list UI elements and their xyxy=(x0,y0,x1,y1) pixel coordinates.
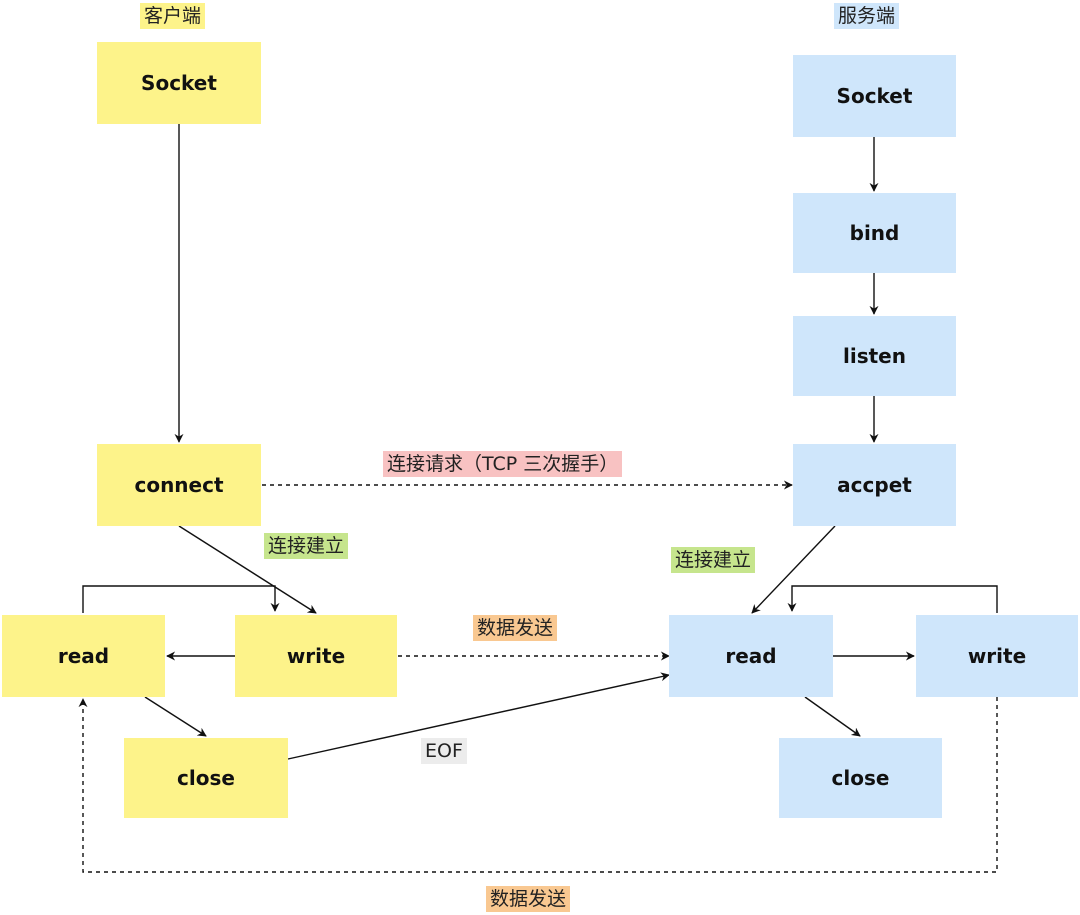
edge-client-close-server-read xyxy=(287,672,670,760)
client-close-node: close xyxy=(124,738,288,818)
server-read-node: read xyxy=(669,615,833,697)
edge-server-write-client-read xyxy=(78,697,998,873)
client-read-node: read xyxy=(2,615,165,697)
edge-client-read-close xyxy=(144,696,207,737)
server-bind-node: bind xyxy=(793,193,956,273)
client-header: 客户端 xyxy=(140,3,206,29)
server-listen-node: listen xyxy=(793,316,956,396)
client-connect-node: connect xyxy=(97,444,261,526)
data-send-bottom-label: 数据发送 xyxy=(486,886,571,912)
data-send-top-label: 数据发送 xyxy=(473,615,558,641)
server-write-node: write xyxy=(916,615,1078,697)
edge-server-write-loop xyxy=(787,585,998,613)
server-established-label: 连接建立 xyxy=(671,547,756,573)
edge-client-read-loop xyxy=(82,585,280,613)
client-socket-node: Socket xyxy=(97,42,261,124)
eof-label: EOF xyxy=(421,738,467,764)
edge-server-accept-read xyxy=(751,525,836,614)
server-socket-node: Socket xyxy=(793,55,956,137)
client-established-label: 连接建立 xyxy=(264,533,349,559)
connect-request-label: 连接请求（TCP 三次握手） xyxy=(383,451,623,477)
edge-server-read-close xyxy=(804,696,861,737)
server-accept-node: accpet xyxy=(793,444,956,526)
server-header: 服务端 xyxy=(834,3,900,29)
client-write-node: write xyxy=(235,615,397,697)
server-close-node: close xyxy=(779,738,942,818)
edge-connect-write xyxy=(178,525,317,614)
